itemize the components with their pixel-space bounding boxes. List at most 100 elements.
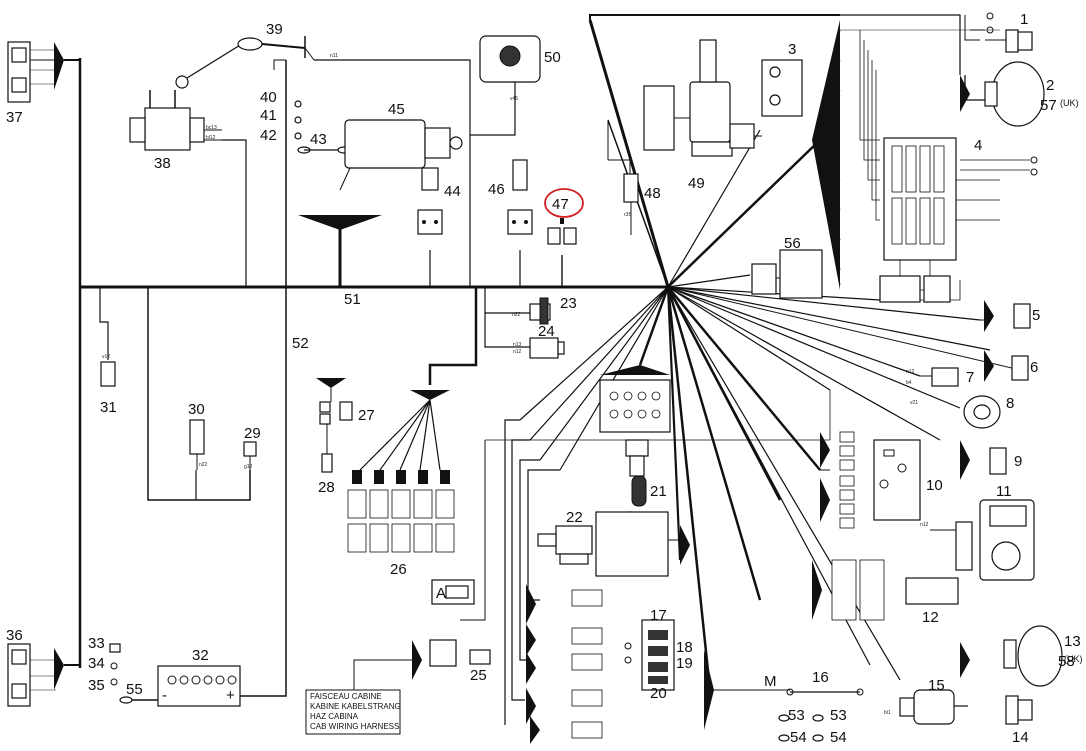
component-16 xyxy=(786,688,864,696)
wire-code: n12 xyxy=(920,522,929,528)
component-49 xyxy=(643,39,733,157)
label-31: 31 xyxy=(100,399,117,416)
component-10 xyxy=(820,431,921,529)
label-8: 8 xyxy=(1006,395,1014,412)
label-11: 11 xyxy=(996,483,1012,500)
component-24 xyxy=(529,337,565,359)
label-54b: 54 xyxy=(830,729,847,746)
letter-m: M xyxy=(764,673,777,690)
component-56 xyxy=(751,249,823,299)
label-27: 27 xyxy=(358,407,375,424)
label-53b: 53 xyxy=(830,707,847,724)
label-29: 29 xyxy=(244,425,261,442)
components-53-54 xyxy=(778,714,824,742)
label-53a: 53 xyxy=(788,707,805,724)
label-9: 9 xyxy=(1014,453,1022,470)
component-23 xyxy=(529,297,551,325)
label-20: 20 xyxy=(650,685,667,702)
label-51: 51 xyxy=(344,291,361,308)
label-50: 50 xyxy=(544,49,561,66)
component-13 xyxy=(960,625,1063,687)
component-50 xyxy=(479,35,541,115)
component-14 xyxy=(1005,695,1033,725)
wire-code: bc13 xyxy=(206,125,217,131)
label-22: 22 xyxy=(566,509,583,526)
label-45: 45 xyxy=(388,101,405,118)
label-6: 6 xyxy=(1030,359,1038,376)
label-36: 36 xyxy=(6,627,23,644)
component-48 xyxy=(607,120,639,235)
label-23: 23 xyxy=(560,295,577,312)
highlight-ring-47 xyxy=(544,188,584,218)
label-1: 1 xyxy=(1020,11,1028,28)
label-47: 47 xyxy=(552,196,569,213)
wire-code: g12 xyxy=(244,464,253,470)
component-32-battery xyxy=(157,665,241,707)
component-47 xyxy=(547,218,577,245)
legend-line-de: KABINE KABELSTRANG xyxy=(310,702,401,711)
label-2: 2 xyxy=(1046,77,1054,94)
label-28: 28 xyxy=(318,479,335,496)
label-18: 18 xyxy=(676,639,693,656)
wire-code: n13 xyxy=(513,342,522,348)
component-a xyxy=(431,579,475,605)
component-46 xyxy=(507,159,533,235)
component-21 xyxy=(599,365,671,507)
wire-code: n12 xyxy=(906,369,915,375)
wire-code: n22 xyxy=(199,462,208,468)
label-40: 40 xyxy=(260,89,277,106)
wire-code: v45 xyxy=(510,96,518,102)
label-17: 17 xyxy=(650,607,667,624)
label-26: 26 xyxy=(390,561,407,578)
component-36 xyxy=(7,643,64,707)
label-52: 52 xyxy=(292,335,309,352)
label-32: 32 xyxy=(192,647,209,664)
label-55: 55 xyxy=(126,681,143,698)
label-34: 34 xyxy=(88,655,105,672)
component-2 xyxy=(960,61,1045,127)
label-54a: 54 xyxy=(790,729,807,746)
component-8 xyxy=(963,395,1001,429)
component-31 xyxy=(100,361,116,387)
harness-legend: FAISCEAU CABINE KABINE KABELSTRANG HAZ C… xyxy=(305,689,401,735)
battery-plus: + xyxy=(226,687,235,704)
label-21: 21 xyxy=(650,483,667,500)
wire-code: bl1 xyxy=(884,710,891,716)
label-58: 58 xyxy=(1058,653,1075,670)
legend-line-en: CAB WIRING HARNESS xyxy=(310,722,399,731)
uk-mark-58: (UK) xyxy=(1064,654,1083,664)
label-24: 24 xyxy=(538,323,555,340)
label-38: 38 xyxy=(154,155,171,172)
label-37: 37 xyxy=(6,109,23,126)
components-40-43 xyxy=(294,100,351,154)
component-29 xyxy=(243,441,257,470)
label-56: 56 xyxy=(784,235,801,252)
label-39: 39 xyxy=(266,21,283,38)
label-42: 42 xyxy=(260,127,277,144)
connector-m xyxy=(704,650,790,730)
label-48: 48 xyxy=(644,185,661,202)
component-38 xyxy=(129,90,222,151)
component-9 xyxy=(960,440,1007,480)
label-10: 10 xyxy=(926,477,943,494)
component-27 xyxy=(316,378,353,425)
component-7 xyxy=(920,367,959,387)
component-17-20 xyxy=(624,619,675,691)
label-16: 16 xyxy=(812,669,829,686)
label-33: 33 xyxy=(88,635,105,652)
label-25: 25 xyxy=(470,667,487,684)
wire-code: v12 xyxy=(102,354,110,360)
label-49: 49 xyxy=(688,175,705,192)
component-28 xyxy=(321,424,333,473)
legend-line-fr: FAISCEAU CABINE xyxy=(310,692,382,701)
label-43: 43 xyxy=(310,131,327,148)
component-5 xyxy=(980,300,1031,332)
label-46: 46 xyxy=(488,181,505,198)
main-harness xyxy=(64,14,1030,725)
label-41: 41 xyxy=(260,107,277,124)
label-15: 15 xyxy=(928,677,945,694)
wire-code: r36 xyxy=(624,212,631,218)
component-4 xyxy=(879,137,1038,303)
label-19: 19 xyxy=(676,655,693,672)
label-35: 35 xyxy=(88,677,105,694)
